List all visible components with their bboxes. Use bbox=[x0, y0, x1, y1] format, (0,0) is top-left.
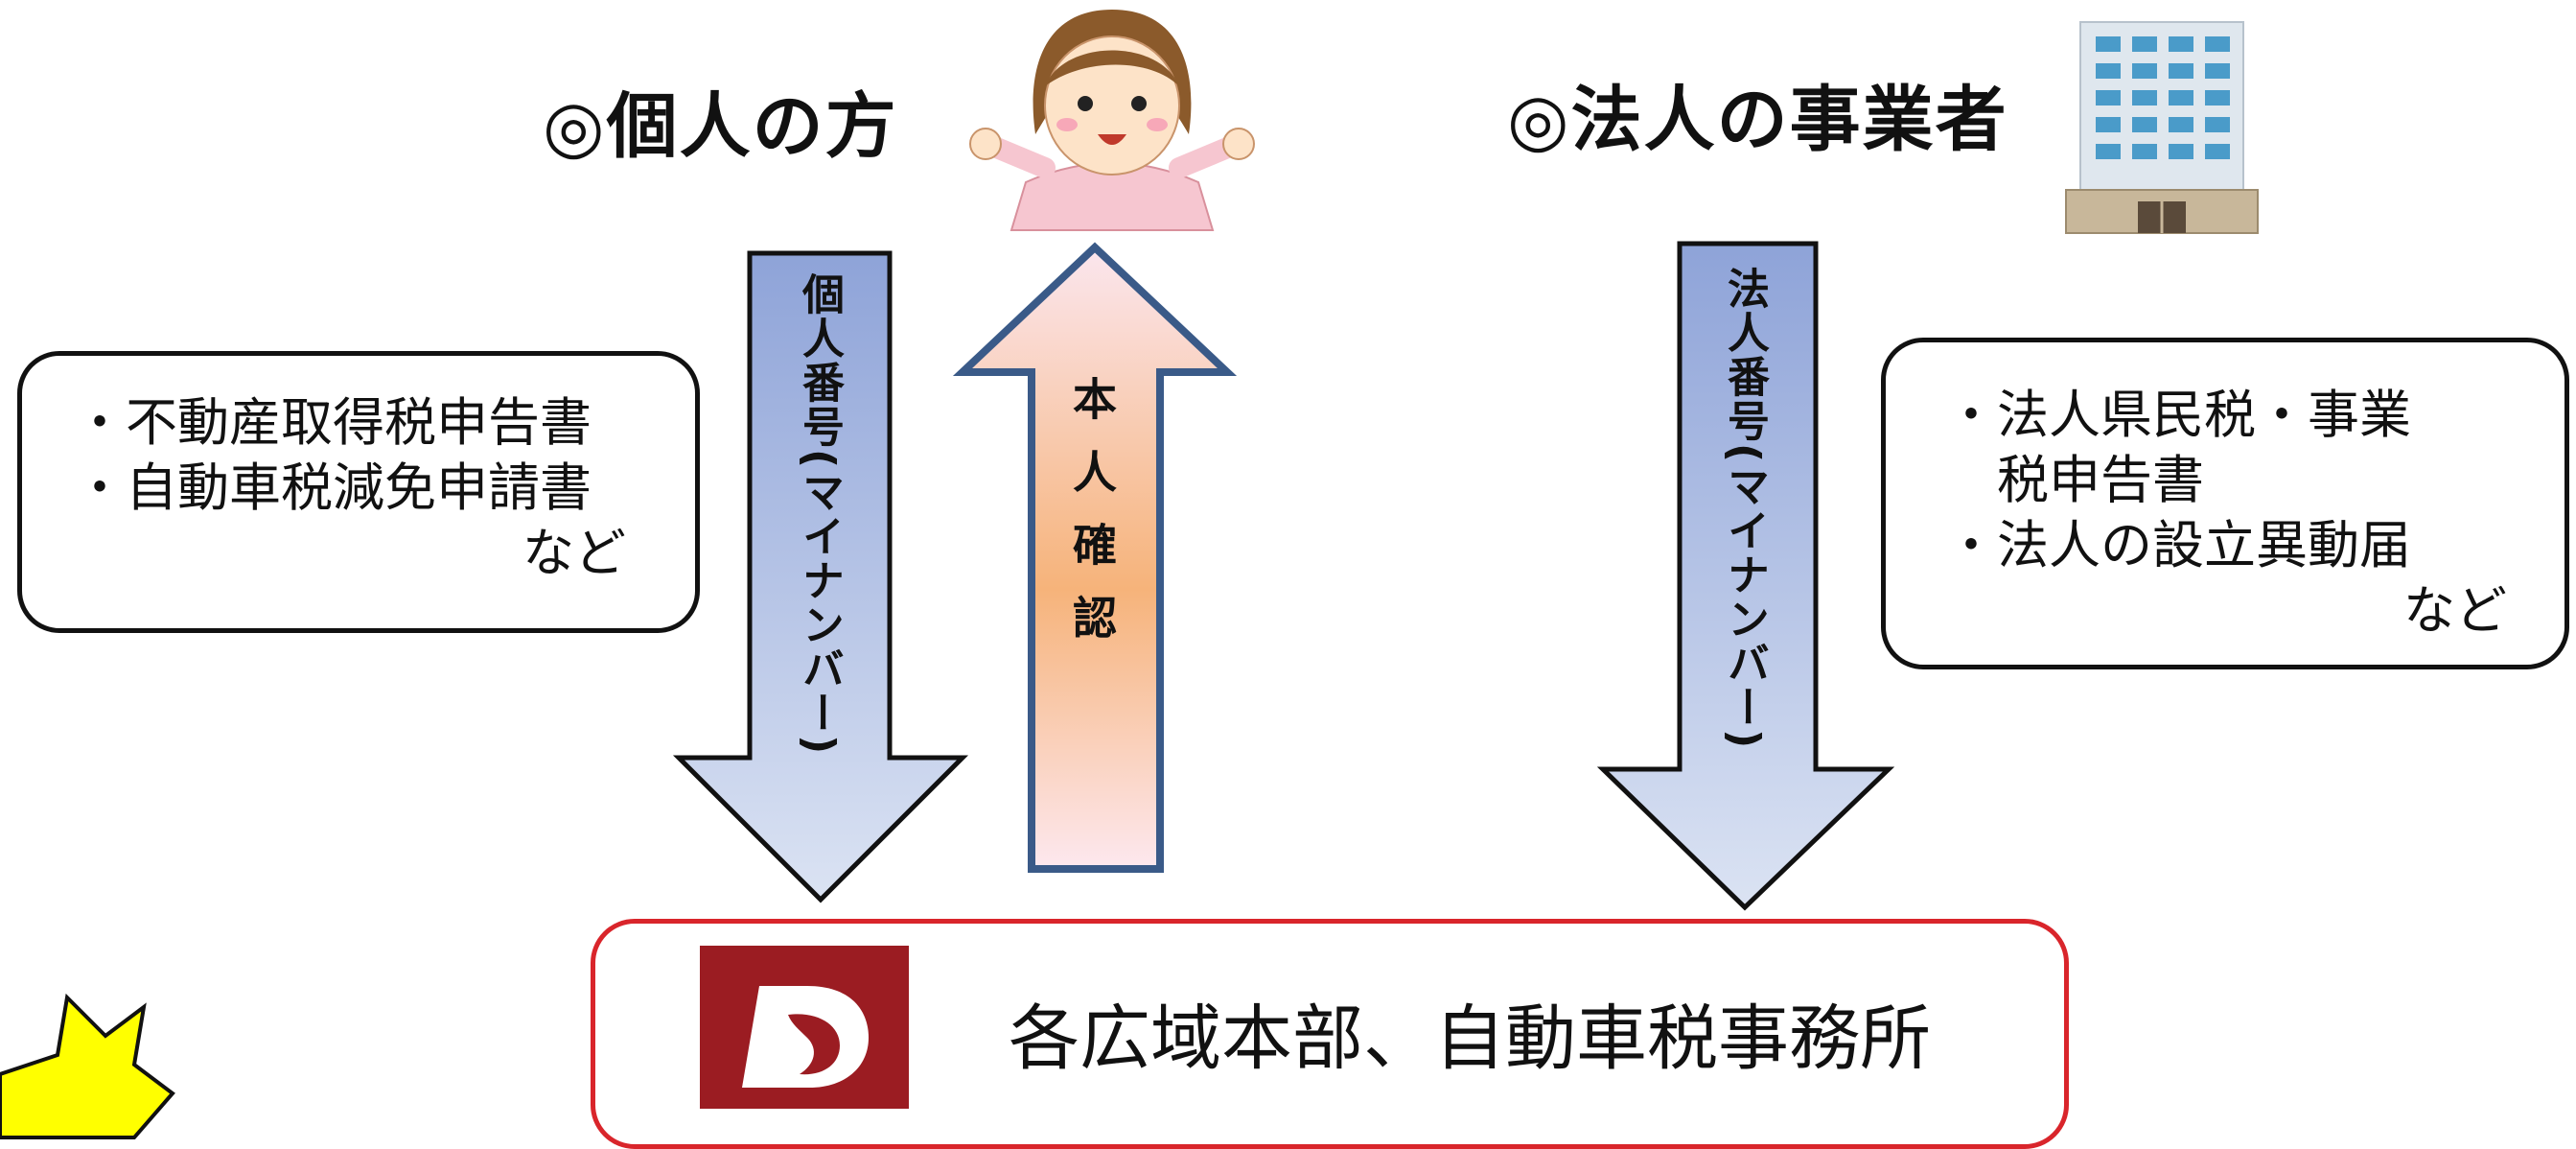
individual-document-item: ・自動車税減免申請書 bbox=[74, 457, 592, 518]
alert-burst-icon bbox=[0, 993, 175, 1139]
prefecture-emblem-icon bbox=[700, 946, 909, 1109]
individual-document-item: ・不動産取得税申告書 bbox=[74, 392, 592, 453]
individual-documents-box: ・不動産取得税申告書 ・自動車税減免申請書 など bbox=[17, 351, 700, 633]
individual-documents-tail: など bbox=[522, 523, 626, 583]
corporate-number-arrow-down-icon bbox=[1596, 241, 1895, 911]
office-label: 各広域本部、自動車税事務所 bbox=[1009, 997, 1931, 1080]
individual-number-arrow-down-icon bbox=[672, 250, 969, 903]
corporation-document-item: ・法人県民税・事業 bbox=[1945, 385, 2411, 445]
corporation-document-item: ・法人の設立異動届 bbox=[1945, 515, 2411, 575]
id-check-arrow-up-icon bbox=[952, 242, 1238, 873]
corporation-document-item: 税申告書 bbox=[1945, 450, 2204, 510]
individual-heading: ◎個人の方 bbox=[543, 85, 898, 168]
corporate-number-label: 法人番号(マイナンバー) bbox=[1720, 267, 1769, 751]
individual-number-label: 個人番号(マイナンバー) bbox=[795, 272, 844, 757]
corporation-documents-tail: など bbox=[2403, 580, 2507, 641]
building-icon bbox=[2065, 21, 2259, 234]
corporation-heading: ◎法人の事業者 bbox=[1507, 79, 2008, 161]
id-check-label: 本人確認 bbox=[1066, 376, 1118, 668]
person-illustration-icon bbox=[969, 10, 1255, 231]
corporation-documents-box: ・法人県民税・事業 税申告書 ・法人の設立異動届 など bbox=[1881, 338, 2569, 669]
